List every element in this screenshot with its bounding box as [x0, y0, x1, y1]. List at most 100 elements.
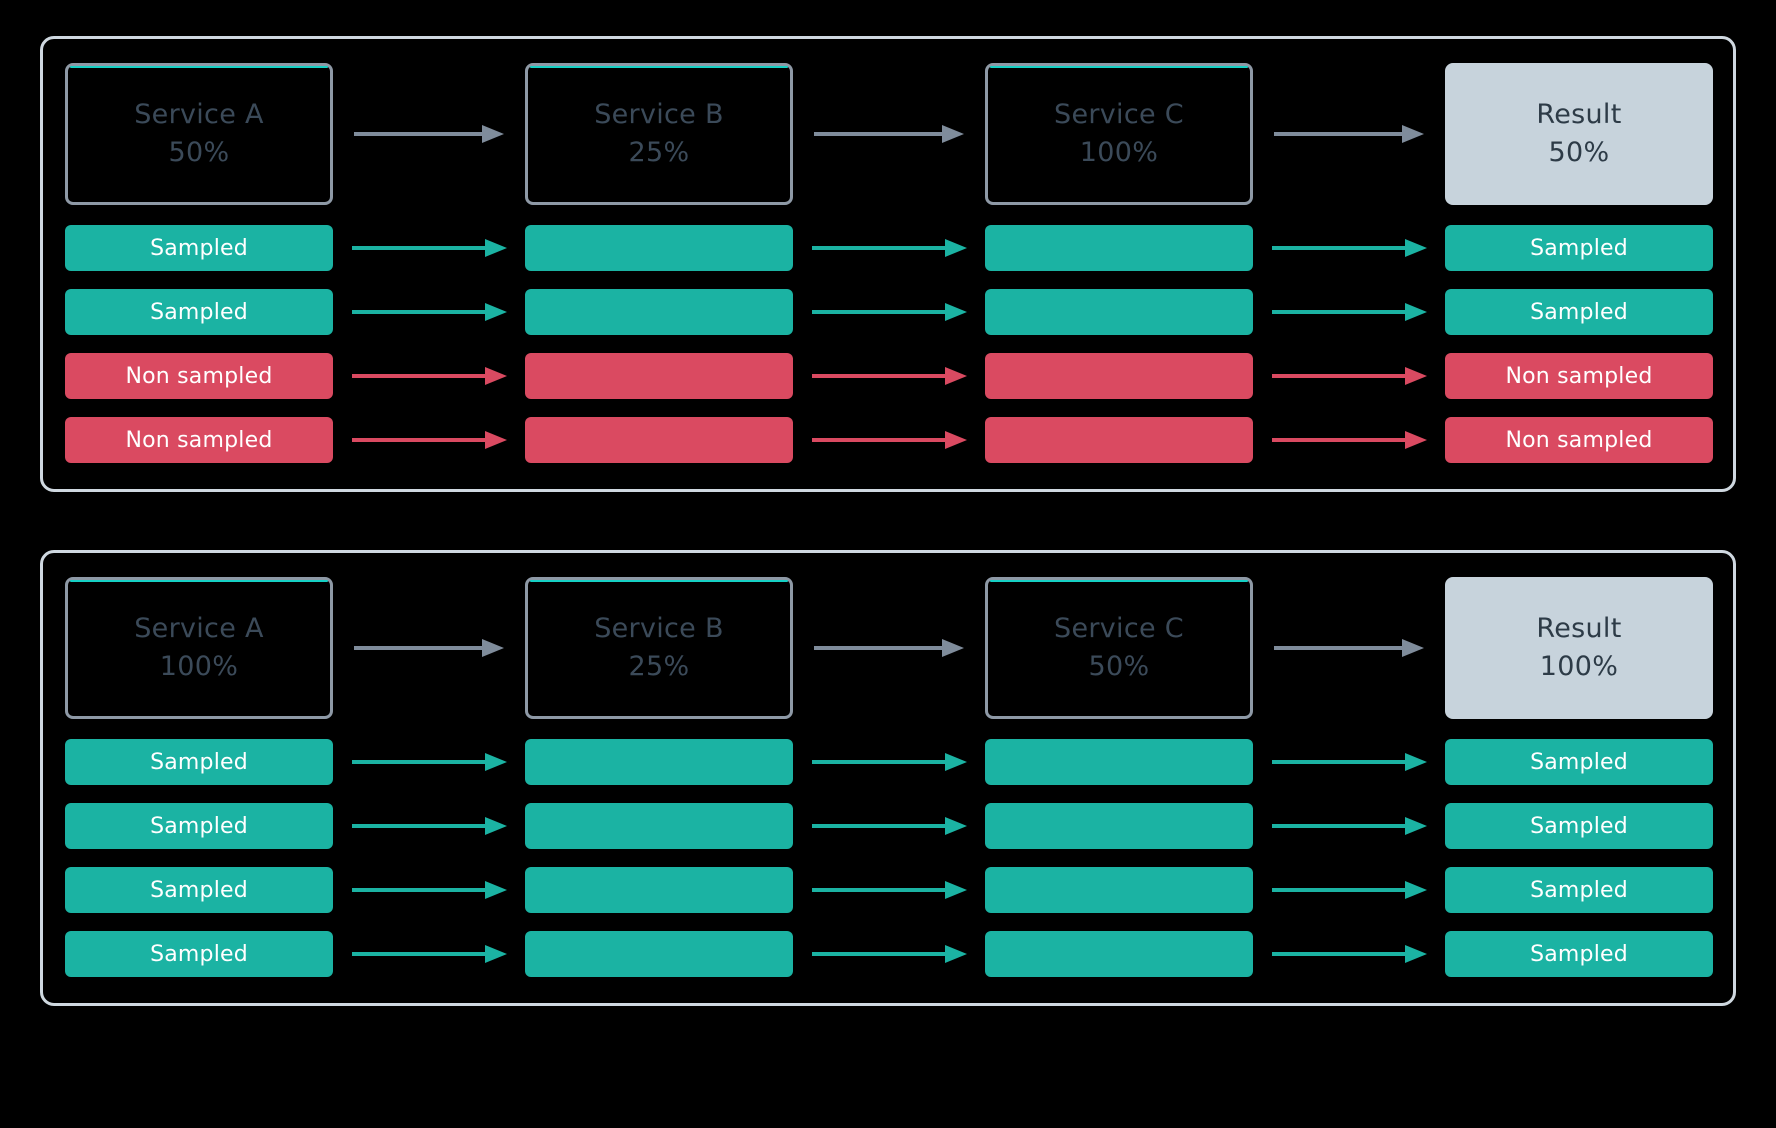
- trace-segment: Non sampled: [65, 353, 333, 399]
- sampled-flow-arrow-icon: [333, 749, 525, 775]
- service-chain-row: Service A 50% Service B 25% Service C 100% Res…: [65, 63, 1713, 205]
- trace-segment: Non sampled: [1445, 353, 1713, 399]
- service-name: Service A: [134, 99, 264, 131]
- trace-segment: Sampled: [65, 867, 333, 913]
- sampled-flow-arrow-icon: [793, 235, 985, 261]
- sampled-flow-arrow-icon: [333, 299, 525, 325]
- trace-segment: Sampled: [1445, 289, 1713, 335]
- trace-segment: Sampled: [1445, 867, 1713, 913]
- trace-state-label: Sampled: [150, 299, 248, 325]
- service-flow-arrow-icon: [1253, 635, 1445, 661]
- trace-segment: Sampled: [1445, 803, 1713, 849]
- trace-segment: Sampled: [1445, 225, 1713, 271]
- trace-state-label: Non sampled: [1505, 363, 1653, 389]
- sampled-flow-arrow-icon: [1253, 299, 1445, 325]
- sampled-flow-arrow-icon: [1253, 235, 1445, 261]
- sampled-flow-arrow-icon: [1253, 941, 1445, 967]
- trace-segment: [985, 867, 1253, 913]
- trace-row: Sampled Sampled: [65, 739, 1713, 785]
- sampled-flow-arrow-icon: [1253, 813, 1445, 839]
- service-name: Service C: [1054, 99, 1184, 131]
- trace-state-label: Sampled: [150, 235, 248, 261]
- sampled-flow-arrow-icon: [793, 941, 985, 967]
- trace-segment: Sampled: [65, 931, 333, 977]
- service-percent: 25%: [628, 651, 690, 682]
- trace-row: Sampled Sampled: [65, 931, 1713, 977]
- trace-state-label: Sampled: [1530, 749, 1628, 775]
- service-box: Service A 100%: [65, 577, 333, 719]
- non-sampled-flow-arrow-icon: [333, 427, 525, 453]
- trace-state-label: Sampled: [1530, 235, 1628, 261]
- sampled-flow-arrow-icon: [793, 813, 985, 839]
- trace-state-label: Sampled: [150, 813, 248, 839]
- non-sampled-flow-arrow-icon: [1253, 427, 1445, 453]
- trace-segment: [985, 417, 1253, 463]
- sampled-flow-arrow-icon: [333, 877, 525, 903]
- trace-segment: [525, 353, 793, 399]
- result-percent: 50%: [1548, 137, 1610, 168]
- trace-state-label: Non sampled: [125, 427, 273, 453]
- service-box: Service A 50%: [65, 63, 333, 205]
- trace-state-label: Sampled: [1530, 813, 1628, 839]
- trace-segment: Sampled: [1445, 739, 1713, 785]
- trace-segment: Sampled: [1445, 931, 1713, 977]
- trace-state-label: Non sampled: [125, 363, 273, 389]
- service-flow-arrow-icon: [793, 635, 985, 661]
- service-flow-arrow-icon: [333, 121, 525, 147]
- service-percent: 25%: [628, 137, 690, 168]
- service-name: Service C: [1054, 613, 1184, 645]
- trace-segment: [985, 225, 1253, 271]
- service-name: Service B: [594, 613, 724, 645]
- service-flow-arrow-icon: [1253, 121, 1445, 147]
- service-box: Service B 25%: [525, 63, 793, 205]
- trace-state-label: Sampled: [150, 877, 248, 903]
- service-name: Service A: [134, 613, 264, 645]
- sampled-flow-arrow-icon: [793, 749, 985, 775]
- trace-row: Sampled Sampled: [65, 225, 1713, 271]
- result-label: Result: [1536, 99, 1622, 131]
- trace-state-label: Sampled: [1530, 877, 1628, 903]
- trace-segment: Sampled: [65, 739, 333, 785]
- trace-segment: Non sampled: [65, 417, 333, 463]
- service-box: Service C 100%: [985, 63, 1253, 205]
- sampled-flow-arrow-icon: [793, 877, 985, 903]
- non-sampled-flow-arrow-icon: [793, 427, 985, 453]
- sampling-panel: Service A 50% Service B 25% Service C 100% Res…: [40, 36, 1736, 492]
- service-name: Service B: [594, 99, 724, 131]
- trace-row: Non sampled Non sampled: [65, 417, 1713, 463]
- trace-row: Sampled Sampled: [65, 289, 1713, 335]
- trace-segment: [985, 289, 1253, 335]
- service-percent: 100%: [159, 651, 239, 682]
- trace-segment: [525, 417, 793, 463]
- trace-state-label: Sampled: [1530, 941, 1628, 967]
- trace-state-label: Sampled: [150, 749, 248, 775]
- trace-row: Sampled Sampled: [65, 867, 1713, 913]
- trace-segment: Sampled: [65, 225, 333, 271]
- trace-segment: [985, 803, 1253, 849]
- trace-segment: [525, 225, 793, 271]
- service-flow-arrow-icon: [793, 121, 985, 147]
- trace-segment: Sampled: [65, 289, 333, 335]
- service-percent: 100%: [1079, 137, 1159, 168]
- trace-segment: [525, 739, 793, 785]
- trace-state-label: Non sampled: [1505, 427, 1653, 453]
- sampled-flow-arrow-icon: [333, 813, 525, 839]
- trace-row: Sampled Sampled: [65, 803, 1713, 849]
- sampled-flow-arrow-icon: [793, 299, 985, 325]
- trace-segment: [525, 931, 793, 977]
- trace-segment: Sampled: [65, 803, 333, 849]
- trace-row: Non sampled Non sampled: [65, 353, 1713, 399]
- trace-segment: [525, 803, 793, 849]
- service-percent: 50%: [168, 137, 230, 168]
- service-box: Service B 25%: [525, 577, 793, 719]
- trace-segment: Non sampled: [1445, 417, 1713, 463]
- result-label: Result: [1536, 613, 1622, 645]
- trace-segment: [525, 867, 793, 913]
- service-flow-arrow-icon: [333, 635, 525, 661]
- non-sampled-flow-arrow-icon: [793, 363, 985, 389]
- trace-segment: [985, 353, 1253, 399]
